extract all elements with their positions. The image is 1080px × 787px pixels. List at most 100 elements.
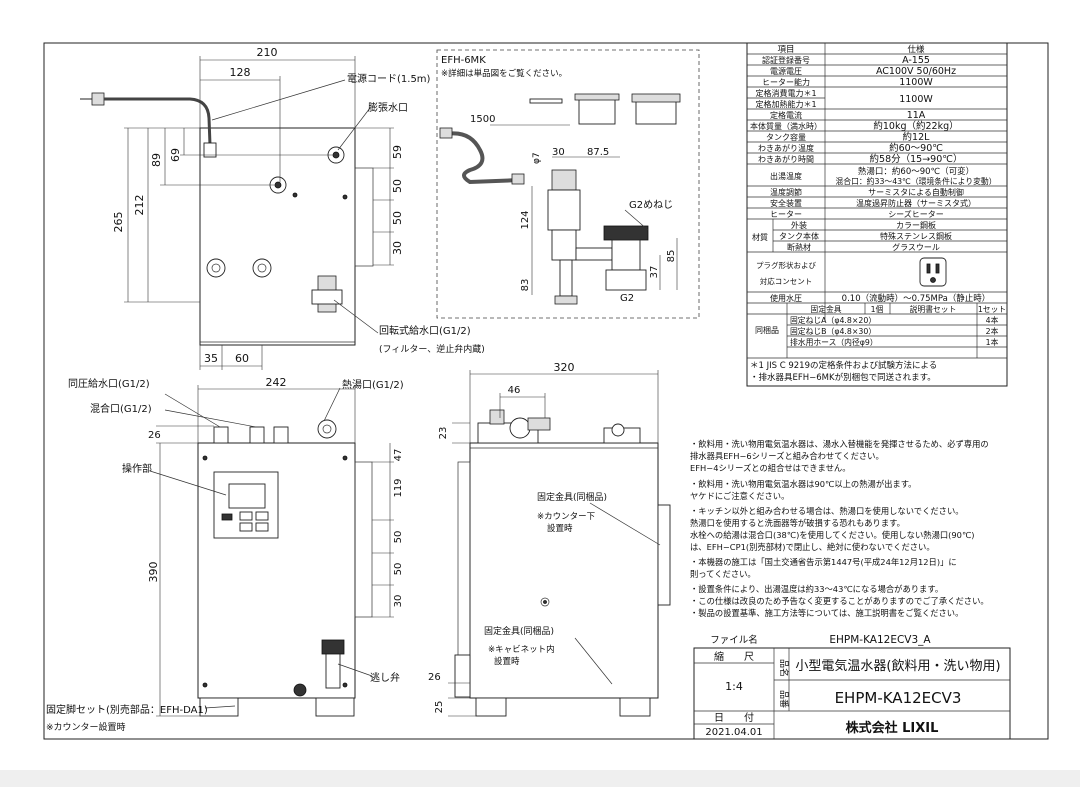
dim-320: 320 (554, 361, 575, 374)
spec-accessory-qty: 1セット (978, 305, 1006, 314)
label-bracket1: 固定金具(同梱品) (537, 491, 607, 503)
title-scale-label: 縮 尺 (714, 650, 754, 663)
title-file-label: ファイル名 (710, 634, 758, 646)
label-rotary-inlet-note: (フィルター、逆止弁内蔵) (379, 343, 485, 355)
note-line: ・本機器の施工は「国土交通省告示第1447号(平成24年12月12日)」に (690, 557, 957, 567)
label-bracket2-note2: 設置時 (494, 656, 520, 667)
spec-row-label: 定格電流 (770, 110, 802, 120)
title-code-label: 品番 (778, 690, 790, 708)
spec-row-label: 出湯温度 (770, 171, 802, 181)
note-line: は、EFH−CP1(別売部材)で閉止し、絶対に使わないでください。 (690, 542, 935, 552)
dim-30: 30 (391, 241, 404, 255)
note-line: ・この仕様は改良のため予告なく変更することがありますのでご了承ください。 (690, 596, 989, 606)
spec-row-label: 温度調節 (770, 187, 802, 197)
dim-f50b: 50 (393, 563, 404, 576)
spec-accessory-label: 同梱品 (755, 325, 779, 335)
note-line: ヤケドにご注意ください。 (690, 491, 789, 501)
dim-69: 69 (169, 148, 182, 162)
dim-f26: 26 (148, 430, 161, 441)
spec-footnote1: ＊1 JIS C 9219の定格条件および試験方法による (750, 360, 937, 371)
dim-210: 210 (257, 46, 278, 59)
dim-60: 60 (235, 352, 249, 365)
efh-dim-1500: 1500 (470, 114, 495, 125)
spec-accessory-qty: 2本 (986, 326, 999, 336)
side-view (448, 370, 671, 717)
spec-plug-label2: 対応コンセント (760, 276, 813, 286)
top-view (80, 56, 394, 370)
dim-128: 128 (230, 66, 251, 79)
title-date: 2021.04.01 (705, 727, 762, 738)
label-mix-port: 混合口(G1/2) (90, 402, 152, 415)
dim-f30: 30 (393, 595, 404, 608)
spec-header-item: 項目 (777, 45, 794, 55)
label-rotary-inlet: 回転式給水口(G1/2) (379, 324, 471, 337)
spec-accessory-item: 排水用ホース（内径φ9） (790, 337, 878, 347)
note-line: ・飲料用・洗い物用電気温水器は90℃以上の熱湯が出ます。 (690, 479, 916, 489)
spec-material-value: グラスウール (892, 242, 940, 252)
label-counter-install: ※カウンター設置時 (46, 721, 126, 733)
spec-row-label: ヒーター能力 (762, 77, 810, 87)
title-product-code: EHPM-KA12ECV3 (835, 689, 962, 707)
spec-accessory-qty: 1個 (871, 304, 884, 314)
notes-block: ・飲料用・洗い物用電気温水器は、湯水入替機能を発揮させるため、必ず専用の 排水器… (690, 439, 989, 618)
spec-row-label: 定格消費電力＊1 (755, 88, 816, 98)
dim-212: 212 (133, 195, 146, 216)
spec-pressure-label: 使用水圧 (770, 293, 802, 303)
spec-accessory-item: 固定ねじA（φ4.8×20） (790, 315, 876, 325)
control-display (228, 483, 266, 509)
spec-row-value: AC100V 50/60Hz (876, 66, 956, 77)
spec-row-value: 1100W (899, 94, 933, 105)
label-power-cord: 電源コード(1.5m) (347, 72, 431, 85)
spec-accessory-qty: 4本 (986, 315, 999, 325)
dim-f50a: 50 (393, 531, 404, 544)
title-file-name: EHPM-KA12ECV3_A (829, 634, 931, 646)
spec-row-value: シーズヒーター (888, 209, 944, 219)
spec-plug-label: プラグ形状および (756, 260, 816, 270)
efh-title: EFH-6MK (441, 55, 486, 66)
efh-dim-87-5: 87.5 (587, 147, 609, 158)
dim-50a: 50 (391, 179, 404, 193)
company-logo-text: 株式会社 LIXIL (846, 720, 939, 736)
spec-row-value: 約10kg（約22kg） (873, 120, 958, 132)
spec-row-value: 温度過昇防止器（サーミスタ式） (856, 198, 976, 208)
dim-59: 59 (391, 145, 404, 159)
dim-89: 89 (150, 153, 163, 167)
efh-dim-g2neji: G2めねじ (629, 199, 673, 211)
dim-s25: 25 (434, 701, 445, 714)
efh-dim-83: 83 (520, 279, 531, 292)
spec-row-value: サーミスタによる自動制御 (868, 187, 964, 197)
note-line: ・飲料用・洗い物用電気温水器は、湯水入替機能を発揮させるため、必ず専用の (690, 439, 989, 449)
spec-row-value: 約12L (903, 131, 931, 143)
spec-row-label: 本体質量（満水時） (750, 121, 822, 131)
label-pressure-inlet: 同圧給水口(G1/2) (68, 377, 150, 390)
dim-23: 23 (438, 427, 449, 440)
efh-dim-phi7: φ7 (532, 152, 542, 164)
spec-header-value: 仕様 (907, 44, 925, 55)
label-bracket1-note2: 設置時 (547, 523, 573, 534)
spec-row-label: ヒーター (770, 210, 802, 219)
note-line: EFH−4シリーズとの組合せはできません。 (690, 463, 851, 473)
spec-row-value: 熱湯口：約60～90℃（可変） (858, 166, 974, 177)
spec-row-label: 認証登録番号 (762, 55, 810, 65)
note-line: ・製品の設置基準、施工方法等については、施工説明書をご覧ください。 (690, 608, 963, 618)
sheet-border (43, 42, 1049, 740)
dim-265: 265 (112, 212, 125, 233)
spec-pressure-value: 0.10（流動時）～0.75MPa（静止時） (842, 293, 991, 304)
spec-row-value: 1100W (899, 77, 933, 88)
spec-row-label: わきあがり温度 (758, 143, 814, 153)
spec-row-value: 約60～90℃ (889, 142, 943, 154)
spec-accessory-item: 固定ねじB（φ4.8×30） (790, 326, 876, 336)
dim-119: 119 (393, 478, 404, 497)
label-relief-valve: 逃し弁 (370, 671, 400, 684)
spec-row-label: わきあがり時間 (758, 154, 814, 164)
technical-drawing: 210 128 265 212 89 69 59 50 50 30 35 60 … (43, 42, 1049, 740)
spec-accessory-qty: 1本 (986, 337, 999, 347)
spec-table (746, 42, 1008, 387)
dim-46: 46 (508, 385, 521, 396)
spec-row-label: 安全装置 (770, 198, 802, 208)
label-hot-port: 熱湯口(G1/2) (342, 378, 404, 391)
dim-390: 390 (147, 562, 160, 583)
efh-dim-g2: G2 (620, 293, 634, 304)
efh-dim-85: 85 (666, 250, 677, 263)
label-control-panel: 操作部 (122, 462, 152, 475)
